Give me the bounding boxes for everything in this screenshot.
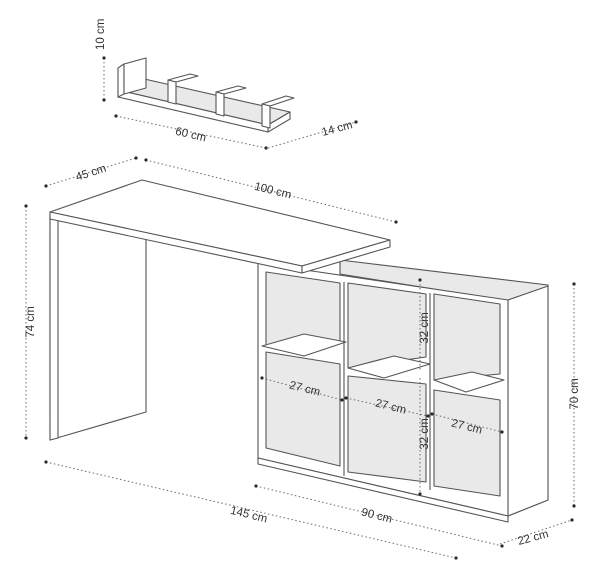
dimension-endpoints [24,56,576,560]
dim-line-cube-width-left [261,377,343,401]
desk [49,179,549,523]
label-desk-depth: 45 cm [74,163,108,184]
dim-line-unit-depth [499,519,573,545]
dim-line-cube-width-right [431,413,503,433]
label-desktop-width: 100 cm [253,181,293,202]
label-shelf-height: 10 cm [95,19,107,50]
label-total-width: 145 cm [229,505,269,526]
dim-line-shelf-width [115,115,267,149]
dim-line-shelf-depth [267,121,357,149]
label-cube-height-upper: 32 cm [419,312,431,343]
dim-line-desktop-width [145,159,397,223]
wall-shelf [117,57,295,133]
dimension-lines [25,58,575,559]
label-unit-width: 90 cm [360,506,393,525]
label-cube-height-lower: 32 cm [419,418,431,449]
label-shelf-width: 60 cm [174,126,207,145]
label-desk-height: 74 cm [25,306,37,337]
label-unit-depth: 22 cm [517,528,550,548]
label-shelf-depth: 14 cm [321,119,354,139]
label-unit-height: 70 cm [569,378,581,409]
